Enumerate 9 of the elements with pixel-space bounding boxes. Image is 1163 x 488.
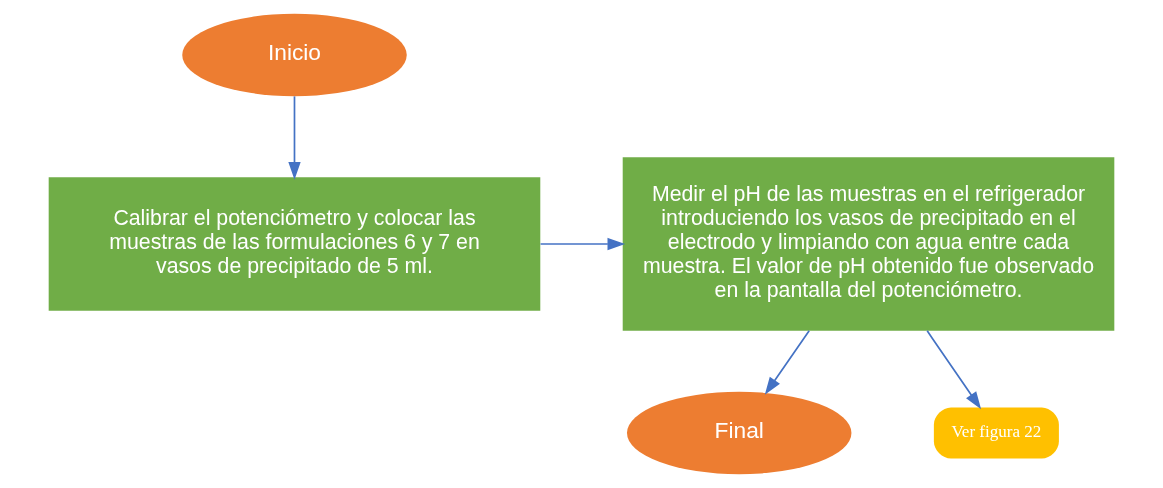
node-ellipse: Final xyxy=(626,391,852,475)
node-box: Calibrar el potenciómetro y colocar las muestras de las formulaciones 6 y 7 en vasos de precipitado de 5 ml. xyxy=(48,177,541,311)
arrow xyxy=(539,237,626,251)
node-box: Medir el pH de las muestras en el refrigerador introduciendo los vasos de precipitado en el electrodo y limpiando con agua entre cada muestra. El valor de pH obtenido fue observado en la pantalla del potenciómetro. xyxy=(622,157,1115,331)
arrow xyxy=(764,330,810,395)
node-ellipse: Inicio xyxy=(182,13,407,97)
node-box: Ver figura 22 xyxy=(933,407,1059,459)
arrow xyxy=(288,95,301,180)
arrow xyxy=(926,330,982,410)
